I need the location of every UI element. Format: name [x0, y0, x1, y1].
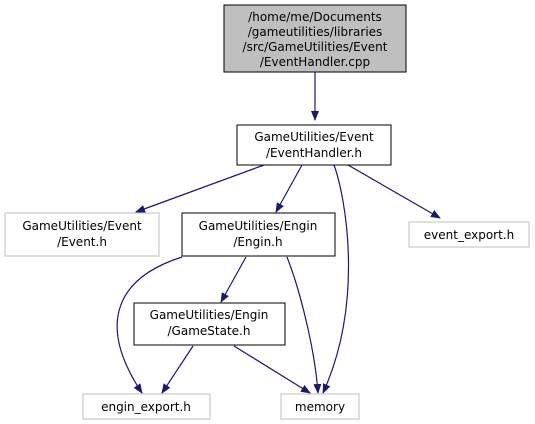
edge-eventhandler-h-to-engin-h [275, 164, 303, 213]
eventhandler-h-line-1: GameUtilities/Event [254, 130, 374, 144]
event-h-line-1: GameUtilities/Event [22, 219, 142, 233]
eventhandler-h-line-2: /EventHandler.h [266, 146, 362, 160]
node-engin-export-h[interactable]: engin_export.h [82, 393, 211, 420]
edge-engin-h-to-memory [286, 256, 322, 394]
event-h-line-2: /Event.h [57, 235, 107, 249]
edge-eventhandler-h-to-event-export-h [347, 164, 441, 219]
engin-export-h-label: engin_export.h [101, 400, 191, 414]
node-memory[interactable]: memory [280, 393, 360, 420]
root-line-4: /EventHandler.cpp [260, 55, 370, 69]
node-engin-h[interactable]: GameUtilities/Engin /Engin.h [181, 212, 336, 257]
edge-eventhandler-h-to-memory [322, 164, 350, 394]
engin-h-line-1: GameUtilities/Engin [199, 219, 318, 233]
root-line-1: /home/me/Documents [248, 10, 382, 24]
node-event-h[interactable]: GameUtilities/Event /Event.h [4, 212, 160, 257]
edge-gamestate-h-to-engin-export-h [161, 345, 194, 394]
node-eventhandler-h[interactable]: GameUtilities/Event /EventHandler.h [236, 124, 392, 166]
edge-engin-h-to-gamestate-h [220, 256, 247, 303]
node-root-eventhandler-cpp[interactable]: /home/me/Documents /gameutilities/librar… [223, 4, 407, 73]
node-event-export-h[interactable]: event_export.h [408, 221, 530, 248]
edges [116, 72, 441, 394]
memory-label: memory [295, 400, 345, 414]
root-line-2: /gameutilities/libraries [248, 25, 383, 39]
root-line-3: /src/GameUtilities/Event [243, 40, 388, 54]
gamestate-h-line-2: /GameState.h [168, 324, 251, 338]
node-gamestate-h[interactable]: GameUtilities/Engin /GameState.h [133, 302, 286, 346]
event-export-h-label: event_export.h [424, 228, 514, 242]
edge-gamestate-h-to-memory [233, 345, 311, 394]
edge-eventhandler-h-to-event-h [135, 164, 265, 213]
gamestate-h-line-1: GameUtilities/Engin [150, 308, 269, 322]
engin-h-line-2: /Engin.h [233, 235, 282, 249]
edge-engin-h-to-engin-export-h [116, 256, 183, 394]
